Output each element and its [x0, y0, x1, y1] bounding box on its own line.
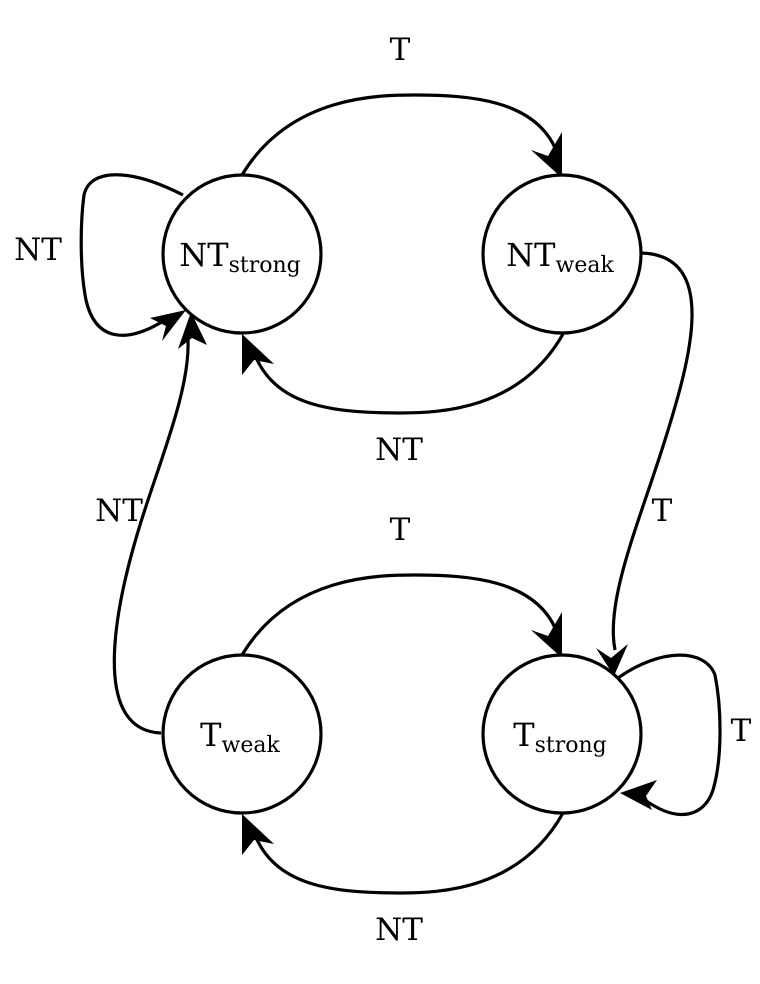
state-t-weak: Tweak [161, 653, 323, 815]
arrowhead-icon [596, 644, 628, 676]
state-label-main: NT [506, 236, 556, 274]
arrowhead-icon [242, 334, 274, 375]
arrowhead-icon [531, 132, 562, 178]
state-label-sub: weak [222, 733, 281, 758]
label-nt-strong-self: NT [14, 232, 62, 268]
state-label-sub: weak [556, 253, 615, 278]
state-nt-weak: NTweak [481, 173, 643, 335]
edge-nt-weak-to-t-strong [596, 251, 694, 676]
state-label-main: T [200, 716, 222, 754]
state-label: NTstrong [179, 236, 301, 278]
edge-t-weak-to-t-strong [240, 573, 562, 658]
label-nt-strong-to-nt-weak: T [390, 32, 411, 68]
label-t-weak-to-nt-strong: NT [95, 493, 143, 529]
arrowhead-icon [531, 612, 562, 658]
label-t-strong-to-t-weak: NT [375, 912, 423, 948]
label-t-weak-to-t-strong: T [390, 512, 411, 548]
arrowhead-icon [150, 310, 186, 341]
edge-nt-strong-self-loop [79, 173, 186, 341]
label-nt-weak-to-nt-strong: NT [375, 432, 423, 468]
state-label-sub: strong [229, 253, 301, 278]
arrowhead-icon [620, 780, 657, 810]
edge-nt-weak-to-nt-strong [242, 333, 565, 415]
state-label: Tstrong [513, 716, 607, 758]
state-t-strong: Tstrong [481, 653, 643, 815]
state-nt-strong: NTstrong [161, 173, 323, 335]
label-nt-weak-to-t-strong: T [652, 493, 673, 529]
label-t-strong-self: T [731, 713, 752, 749]
edge-nt-strong-to-nt-weak [240, 93, 562, 178]
state-label-main: NT [179, 236, 229, 274]
state-label: NTweak [506, 236, 614, 278]
state-label-main: T [513, 716, 535, 754]
edge-t-strong-to-t-weak [242, 812, 565, 895]
state-label-sub: strong [535, 733, 607, 758]
state-label: Tweak [200, 716, 280, 758]
arrowhead-icon [178, 312, 207, 349]
arrowhead-icon [242, 814, 274, 855]
edge-t-strong-self-loop [617, 653, 722, 817]
edge-t-weak-to-nt-strong [112, 312, 207, 735]
